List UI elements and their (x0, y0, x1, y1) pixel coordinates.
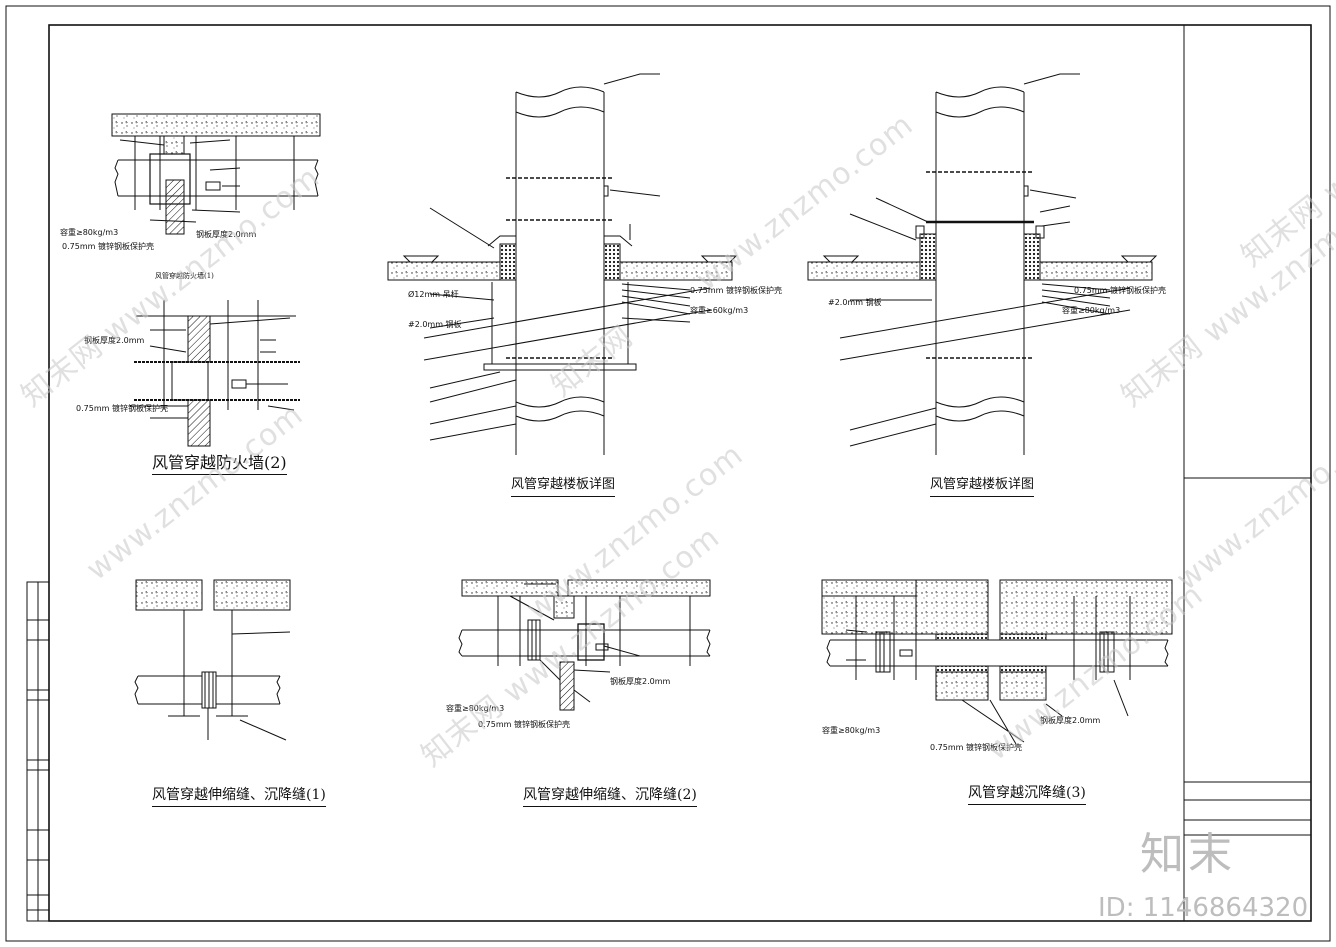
label-steel-20-f: 钢板厚度2.0mm (1040, 716, 1101, 725)
label-rock-80-c: 容重≥60kg/m3 (690, 306, 749, 315)
label-steel-20-b: 钢板厚度2.0mm (84, 336, 145, 345)
label-rock-80-f: 容重≥80kg/m3 (822, 726, 881, 735)
title-floor-slab-a: 风管穿越楼板详图 (511, 476, 616, 497)
title-floor-slab-b: 风管穿越楼板详图 (930, 476, 1035, 497)
brand-logo-text: 知末 (1140, 829, 1236, 880)
title-fire-wall-1: 风管穿越防火墙(1) (155, 272, 214, 280)
detail-joint-2 (458, 579, 711, 711)
detail-floor-slab-a (387, 73, 738, 455)
label-steel-20-e: 钢板厚度2.0mm (610, 677, 671, 686)
label-steel-20-a: 钢板厚度2.0mm (196, 230, 257, 239)
title-joint-2: 风管穿越伸缩缝、沉降缝(2) (523, 786, 697, 807)
label-075-a: 0.75mm 镀锌钢板保护壳 (62, 242, 154, 251)
label-075-f: 0.75mm 镀锌钢板保护壳 (930, 743, 1022, 752)
label-rock-80-e: 容重≥80kg/m3 (446, 704, 505, 713)
image-id-tag: ID: 1146864320 (1098, 893, 1309, 923)
title-settle-3: 风管穿越沉降缝(3) (968, 784, 1086, 805)
detail-fire-wall-2 (130, 300, 300, 447)
label-rock-80-a: 容重≥80kg/m3 (60, 228, 119, 237)
title-fire-wall-2: 风管穿越防火墙(2) (152, 454, 287, 475)
detail-settle-3 (821, 579, 1173, 745)
label-075-c: 0.75mm 镀锌钢板保护壳 (690, 286, 782, 295)
sheet-frame (5, 5, 1331, 942)
detail-floor-slab-b (807, 73, 1158, 455)
detail-fire-wall-1 (111, 113, 321, 235)
label-075-d: 0.75mm 镀锌钢板保护壳 (1074, 286, 1166, 295)
label-075-e: 0.75mm 镀锌钢板保护壳 (478, 720, 570, 729)
label-steel-20-d: #2.0mm 钢板 (828, 298, 882, 307)
detail-joint-1 (134, 579, 291, 741)
title-joint-1: 风管穿越伸缩缝、沉降缝(1) (152, 786, 326, 807)
label-rod-12: Ø12mm 吊杆 (408, 290, 459, 299)
label-075-b: 0.75mm 镀锌钢板保护壳 (76, 404, 168, 413)
label-steel-20-c: #2.0mm 钢板 (408, 320, 462, 329)
label-rock-80-d: 容重≥80kg/m3 (1062, 306, 1121, 315)
